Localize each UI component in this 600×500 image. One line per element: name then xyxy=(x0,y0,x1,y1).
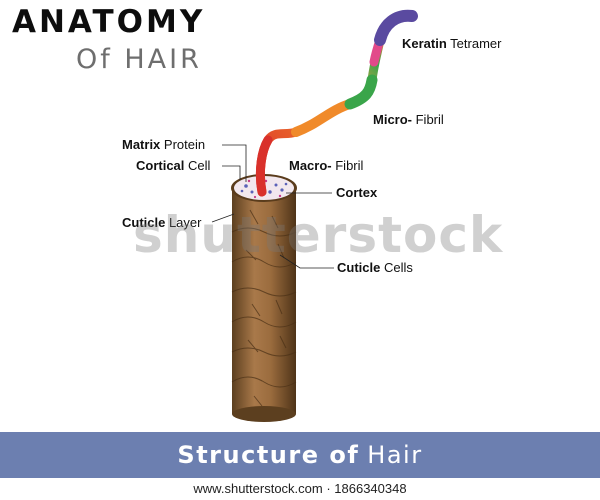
leader-cortical xyxy=(222,165,241,180)
leader-cuticle-layer xyxy=(211,213,235,223)
label-keratin-tetramer: Keratin Tetramer xyxy=(402,36,502,51)
fibril-strand xyxy=(255,9,418,197)
leader-lines xyxy=(211,144,334,269)
structure-banner: Structure of Hair xyxy=(0,432,600,478)
label-cortex: Cortex xyxy=(336,185,378,200)
banner-text-bold: Structure of xyxy=(177,441,360,469)
label-macro-fibril: Macro- Fibril xyxy=(289,158,364,173)
hair-shaft xyxy=(231,174,297,422)
leader-cuticle-cells xyxy=(279,254,334,269)
leader-matrix xyxy=(222,144,247,182)
label-cuticle-layer: Cuticle Layer xyxy=(122,215,202,230)
title-of-hair: Of HAIR xyxy=(76,44,202,75)
label-matrix-protein: Matrix Protein xyxy=(122,137,206,152)
title-anatomy: ANATOMY xyxy=(12,4,206,40)
label-cortical-cell: Cortical Cell xyxy=(136,158,211,173)
banner-text-light: Hair xyxy=(367,441,423,469)
footer-credit: www.shutterstock.com · 1866340348 xyxy=(0,478,600,500)
label-cuticle-cells: Cuticle Cells xyxy=(337,260,413,275)
label-micro-fibril: Micro- Fibril xyxy=(373,112,444,127)
